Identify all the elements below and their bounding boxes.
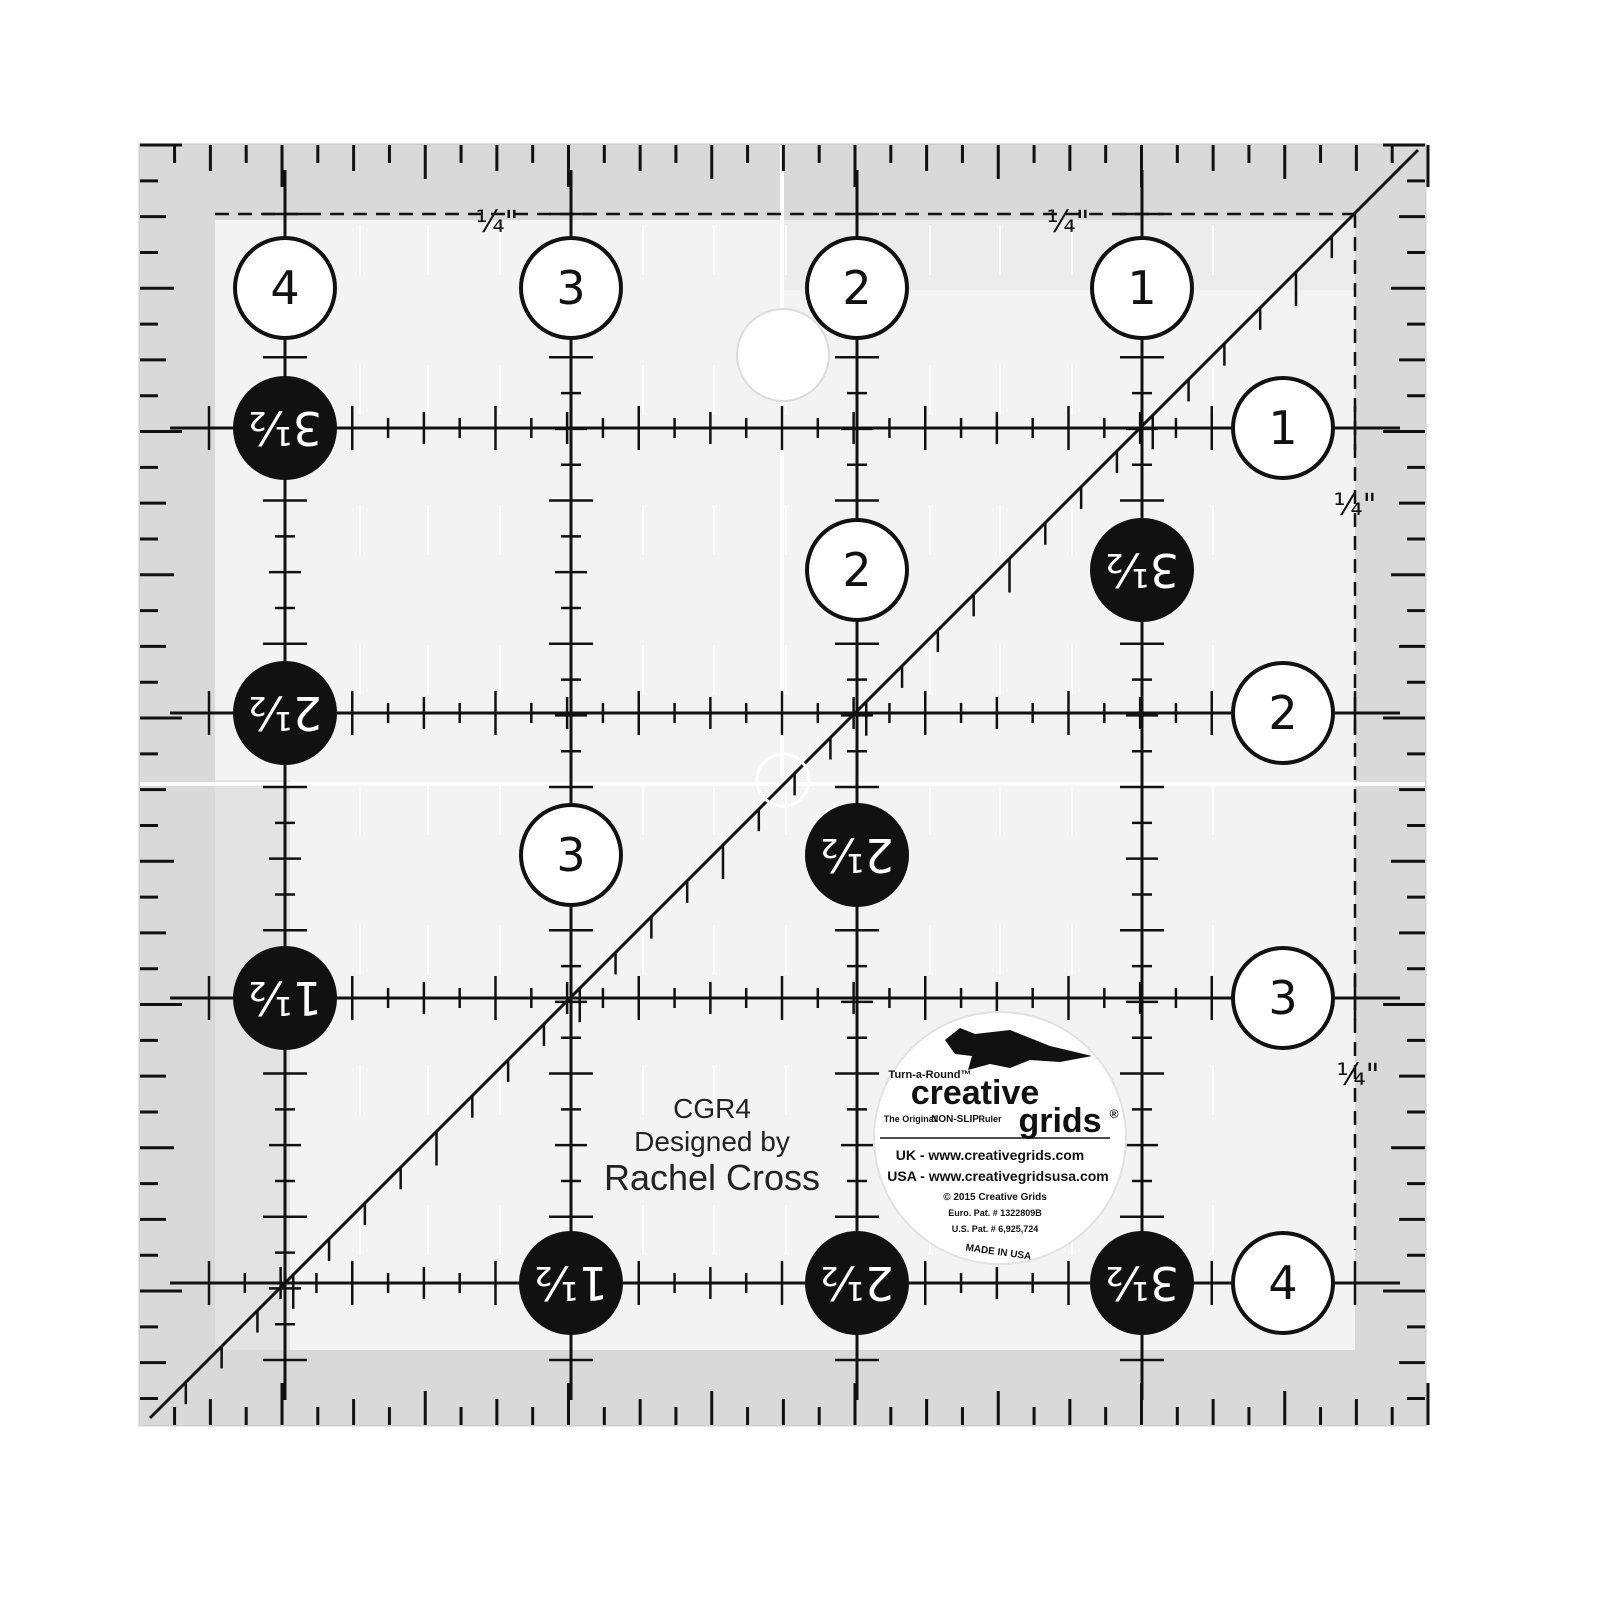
highlight-strip-1	[780, 145, 784, 785]
top-number-3: 3	[519, 236, 623, 340]
fox-logo-icon	[945, 1028, 1092, 1070]
badge-uk-url: UK - www.creativegrids.com	[896, 1147, 1085, 1163]
bottom-half-3-5-label: 3½	[1105, 1256, 1179, 1310]
left-half-3-5-label: 3½	[248, 401, 322, 455]
badge-registered: ®	[1110, 1107, 1119, 1121]
left-half-1-5-label: 1½	[248, 971, 322, 1025]
bottom-half-2-5-label: 2½	[820, 1256, 894, 1310]
right-number-1: 1	[1231, 376, 1335, 480]
hanging-hole	[736, 308, 830, 402]
inner-half-2-5: 2½	[805, 803, 909, 907]
inner-half-2-5-disc	[805, 803, 909, 907]
right-number-4-label: 4	[1268, 1256, 1297, 1310]
right-number-2-label: 2	[1268, 686, 1297, 740]
badge-copyright: © 2015 Creative Grids	[943, 1192, 1047, 1203]
quarter-label-top-right: ¼"	[1047, 205, 1090, 240]
left-half-2-5-disc	[233, 661, 337, 765]
badge-tagline-c: Ruler	[978, 1114, 1002, 1124]
inner-half-3-5: 3½	[1090, 518, 1194, 622]
bottom-half-2-5: 2½	[805, 1231, 909, 1335]
quarter-label-top-left: ¼"	[476, 205, 519, 240]
diagonal-line	[148, 148, 1420, 1420]
badge-tagline-b: NON-SLIP	[931, 1114, 979, 1125]
top-number-1: 1	[1090, 236, 1194, 340]
inner-half-3-5-disc	[1090, 518, 1194, 622]
badge-euro-patent: Euro. Pat. # 1322809B	[948, 1208, 1042, 1218]
top-number-1-disc	[1090, 236, 1194, 340]
inner-half-3-5-label: 3½	[1105, 543, 1179, 597]
left-half-3-5: 3½	[233, 376, 337, 480]
quarter-label-right-upper: ¼"	[1334, 488, 1377, 523]
bottom-half-2-5-disc	[805, 1231, 909, 1335]
badge-tagline-a: The Original	[884, 1114, 937, 1124]
left-half-1-5-disc	[233, 946, 337, 1050]
left-half-2-5: 2½	[233, 661, 337, 765]
quarter-label-right-lower: ¼"	[1337, 1058, 1380, 1093]
right-number-2: 2	[1231, 661, 1335, 765]
badge-usa-url: USA - www.creativegridsusa.com	[887, 1168, 1108, 1184]
top-number-2-disc	[805, 236, 909, 340]
top-number-4: 4	[233, 236, 337, 340]
brand-badge: Turn-a-Round™ creative grids ® The Origi…	[873, 1011, 1127, 1265]
top-number-3-disc	[519, 236, 623, 340]
bottom-half-1-5-disc	[519, 1231, 623, 1335]
top-number-4-disc	[233, 236, 337, 340]
ruler-ticks	[140, 143, 1430, 1425]
designed-by-label: Designed by	[634, 1126, 790, 1157]
top-number-2: 2	[805, 236, 909, 340]
left-half-3-5-disc	[233, 376, 337, 480]
right-number-3-label: 3	[1268, 971, 1297, 1025]
right-number-2-disc	[1231, 661, 1335, 765]
badge-brand-top: creative	[911, 1074, 1040, 1112]
right-number-1-disc	[1231, 376, 1335, 480]
inner-number-2: 2	[805, 518, 909, 622]
right-number-4: 4	[1231, 1231, 1335, 1335]
bottom-half-3-5-disc	[1090, 1231, 1194, 1335]
shade-band-left-lower	[215, 780, 290, 1350]
top-number-2-label: 2	[842, 261, 871, 315]
diagonal-ticks	[184, 236, 1334, 1405]
bottom-half-1-5-label: 1½	[534, 1256, 608, 1310]
badge-brand-bottom: grids	[1018, 1102, 1101, 1140]
inner-half-2-5-label: 2½	[820, 828, 894, 882]
inner-number-3-disc	[519, 803, 623, 907]
inner-number-3-label: 3	[556, 828, 585, 882]
top-number-3-label: 3	[556, 261, 585, 315]
bottom-half-1-5: 1½	[519, 1231, 623, 1335]
inner-number-2-label: 2	[842, 543, 871, 597]
right-number-3: 3	[1231, 946, 1335, 1050]
top-number-1-label: 1	[1127, 261, 1156, 315]
inner-number-3: 3	[519, 803, 623, 907]
number-markers: 4 3 2 1 1 2 3 4 2 3 3½ 2½ 1½ 1½ 2½ 3½ 3½ 2½	[233, 236, 1335, 1335]
designer-name: Rachel Cross	[604, 1157, 820, 1198]
bottom-half-3-5: 3½	[1090, 1231, 1194, 1335]
right-number-3-disc	[1231, 946, 1335, 1050]
model-code: CGR4	[673, 1093, 751, 1124]
inner-number-2-disc	[805, 518, 909, 622]
left-half-1-5: 1½	[233, 946, 337, 1050]
center-ring	[755, 752, 811, 808]
top-number-4-label: 4	[270, 261, 299, 315]
badge-turn-a-round: Turn-a-Round™	[889, 1069, 972, 1081]
right-number-4-disc	[1231, 1231, 1335, 1335]
left-half-2-5-label: 2½	[248, 686, 322, 740]
badge-us-patent: U.S. Pat. # 6,925,724	[952, 1224, 1039, 1234]
right-number-1-label: 1	[1268, 401, 1297, 455]
